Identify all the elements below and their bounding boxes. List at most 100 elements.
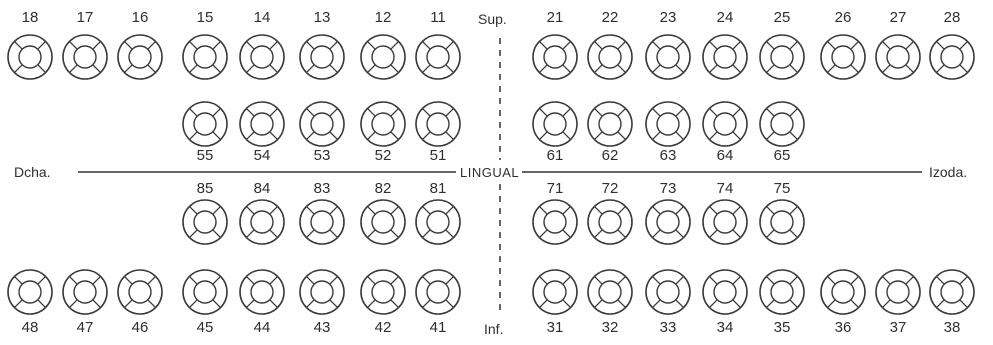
tooth-36[interactable] xyxy=(821,270,865,314)
tooth-73[interactable] xyxy=(646,200,690,244)
tooth-84[interactable] xyxy=(240,200,284,244)
tooth-15[interactable] xyxy=(183,35,227,79)
tooth-14[interactable] xyxy=(240,35,284,79)
tooth-surface-divider xyxy=(790,132,798,140)
tooth-54[interactable] xyxy=(240,102,284,146)
tooth-surface-divider xyxy=(270,41,278,49)
tooth-surface-divider xyxy=(330,300,338,308)
tooth-52[interactable] xyxy=(361,102,405,146)
tooth-41[interactable] xyxy=(416,270,460,314)
tooth-34[interactable] xyxy=(703,270,747,314)
tooth-surface-divider xyxy=(594,300,602,308)
tooth-83[interactable] xyxy=(300,200,344,244)
tooth-surface-divider xyxy=(124,276,132,284)
tooth-33[interactable] xyxy=(646,270,690,314)
tooth-37[interactable] xyxy=(876,270,920,314)
tooth-13[interactable] xyxy=(300,35,344,79)
tooth-81[interactable] xyxy=(416,200,460,244)
tooth-inner-ring xyxy=(251,113,273,135)
tooth-number-71: 71 xyxy=(547,180,564,197)
tooth-64[interactable] xyxy=(703,102,747,146)
tooth-surface-divider xyxy=(652,65,660,73)
tooth-45[interactable] xyxy=(183,270,227,314)
tooth-44[interactable] xyxy=(240,270,284,314)
tooth-surface-divider xyxy=(733,41,741,49)
tooth-16[interactable] xyxy=(118,35,162,79)
tooth-inner-ring xyxy=(771,281,793,303)
tooth-55[interactable] xyxy=(183,102,227,146)
tooth-11[interactable] xyxy=(416,35,460,79)
tooth-32[interactable] xyxy=(588,270,632,314)
tooth-number-13: 13 xyxy=(314,9,331,26)
tooth-number-46: 46 xyxy=(132,319,149,336)
tooth-72[interactable] xyxy=(588,200,632,244)
tooth-21[interactable] xyxy=(533,35,577,79)
tooth-surface-divider xyxy=(906,41,914,49)
tooth-surface-divider xyxy=(790,276,798,284)
tooth-28[interactable] xyxy=(930,35,974,79)
tooth-62[interactable] xyxy=(588,102,632,146)
tooth-surface-divider xyxy=(709,65,717,73)
tooth-75[interactable] xyxy=(760,200,804,244)
tooth-surface-divider xyxy=(306,65,314,73)
tooth-surface-divider xyxy=(766,300,774,308)
tooth-surface-divider xyxy=(270,65,278,73)
tooth-74[interactable] xyxy=(703,200,747,244)
tooth-number-28: 28 xyxy=(944,9,961,26)
tooth-inner-ring xyxy=(941,46,963,68)
tooth-47[interactable] xyxy=(63,270,107,314)
tooth-48[interactable] xyxy=(8,270,52,314)
tooth-25[interactable] xyxy=(760,35,804,79)
tooth-12[interactable] xyxy=(361,35,405,79)
tooth-number-22: 22 xyxy=(602,9,619,26)
tooth-number-47: 47 xyxy=(77,319,94,336)
tooth-surface-divider xyxy=(391,132,399,140)
tooth-number-61: 61 xyxy=(547,147,564,164)
tooth-surface-divider xyxy=(539,230,547,238)
tooth-61[interactable] xyxy=(533,102,577,146)
tooth-82[interactable] xyxy=(361,200,405,244)
tooth-42[interactable] xyxy=(361,270,405,314)
tooth-inner-ring xyxy=(771,211,793,233)
tooth-number-83: 83 xyxy=(314,180,331,197)
tooth-number-63: 63 xyxy=(660,147,677,164)
tooth-38[interactable] xyxy=(930,270,974,314)
tooth-27[interactable] xyxy=(876,35,920,79)
tooth-63[interactable] xyxy=(646,102,690,146)
tooth-inner-ring xyxy=(714,281,736,303)
tooth-number-35: 35 xyxy=(774,319,791,336)
tooth-85[interactable] xyxy=(183,200,227,244)
tooth-surface-divider xyxy=(652,132,660,140)
tooth-35[interactable] xyxy=(760,270,804,314)
tooth-inner-ring xyxy=(887,281,909,303)
tooth-17[interactable] xyxy=(63,35,107,79)
tooth-surface-divider xyxy=(189,230,197,238)
tooth-number-17: 17 xyxy=(77,9,94,26)
tooth-number-31: 31 xyxy=(547,319,564,336)
tooth-31[interactable] xyxy=(533,270,577,314)
tooth-surface-divider xyxy=(422,108,430,116)
tooth-18[interactable] xyxy=(8,35,52,79)
tooth-surface-divider xyxy=(790,65,798,73)
tooth-53[interactable] xyxy=(300,102,344,146)
tooth-65[interactable] xyxy=(760,102,804,146)
tooth-surface-divider xyxy=(563,41,571,49)
tooth-inner-ring xyxy=(714,46,736,68)
tooth-46[interactable] xyxy=(118,270,162,314)
tooth-surface-divider xyxy=(93,41,101,49)
tooth-surface-divider xyxy=(93,300,101,308)
tooth-surface-divider xyxy=(246,206,254,214)
tooth-surface-divider xyxy=(652,108,660,116)
tooth-23[interactable] xyxy=(646,35,690,79)
tooth-24[interactable] xyxy=(703,35,747,79)
tooth-surface-divider xyxy=(93,65,101,73)
tooth-51[interactable] xyxy=(416,102,460,146)
tooth-surface-divider xyxy=(766,41,774,49)
tooth-surface-divider xyxy=(367,65,375,73)
tooth-43[interactable] xyxy=(300,270,344,314)
tooth-surface-divider xyxy=(827,41,835,49)
tooth-26[interactable] xyxy=(821,35,865,79)
tooth-22[interactable] xyxy=(588,35,632,79)
tooth-71[interactable] xyxy=(533,200,577,244)
tooth-surface-divider xyxy=(960,65,968,73)
